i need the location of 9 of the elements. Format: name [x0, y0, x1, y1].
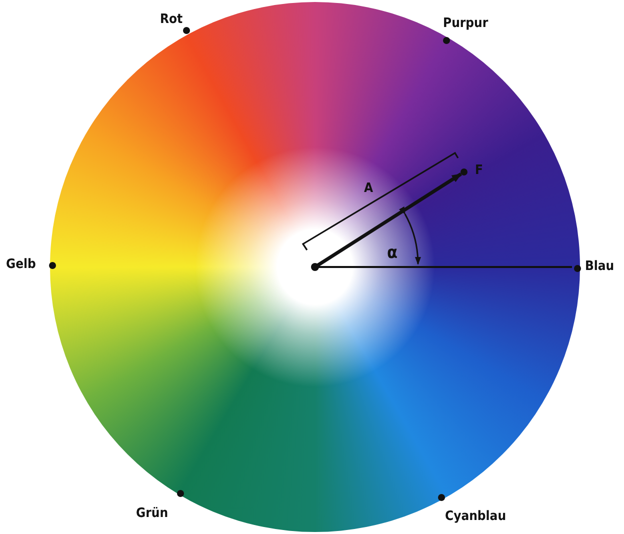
color-name-label: Blau	[585, 259, 614, 274]
color-name-label: Rot	[160, 12, 183, 27]
color-name-label: Purpur	[443, 16, 488, 31]
vector-label: F	[475, 163, 483, 178]
dimension-label: A	[364, 181, 374, 196]
color-name-label: Cyanblau	[445, 509, 506, 524]
angle-label: α	[387, 246, 398, 261]
color-name-label: Grün	[136, 506, 168, 521]
color-name-label: Gelb	[6, 257, 36, 272]
